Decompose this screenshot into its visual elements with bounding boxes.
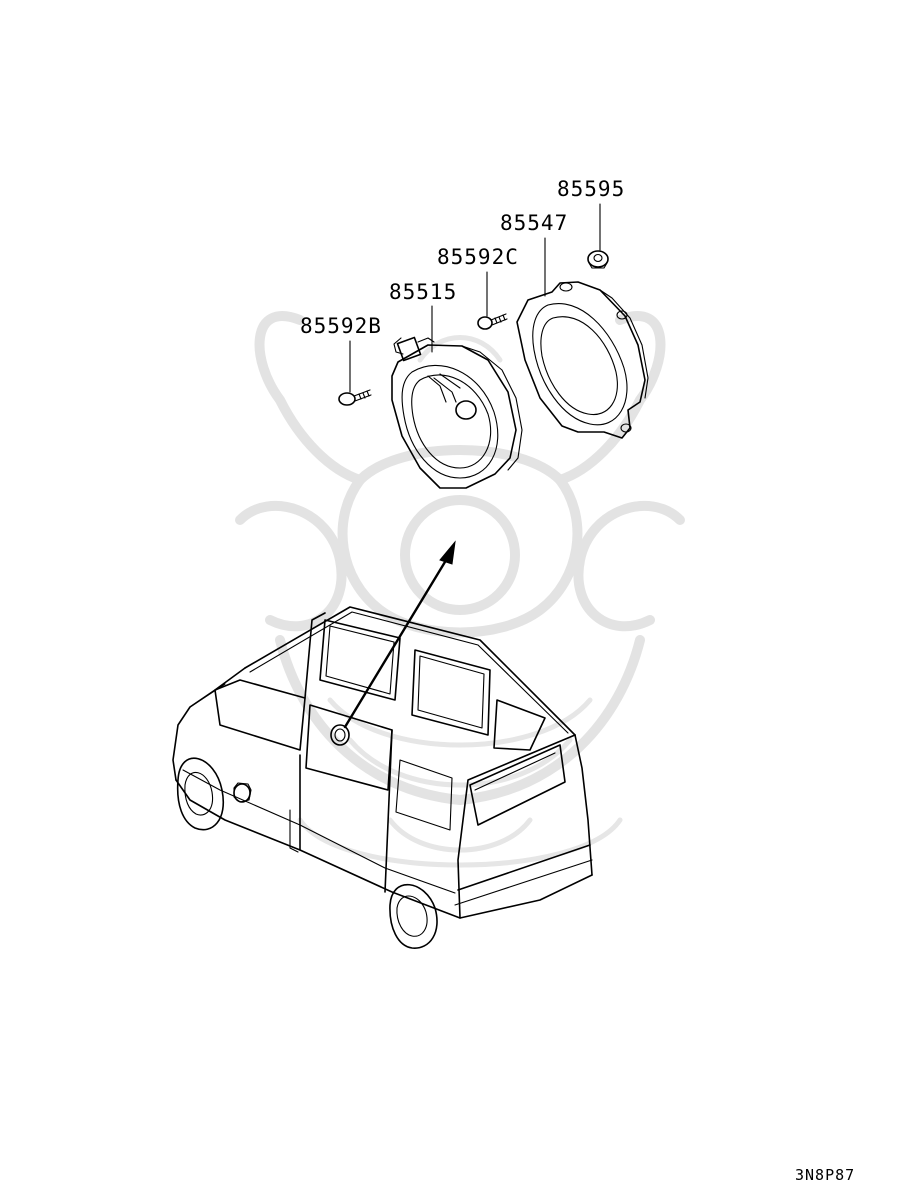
speaker-icon (391, 336, 523, 489)
part-label-85595: 85595 (557, 177, 625, 201)
part-label-85547: 85547 (500, 211, 568, 235)
bracket-85547: 85547 (500, 211, 649, 439)
screw-icon (338, 389, 372, 406)
nut-icon (587, 250, 609, 269)
watermark-logo-icon (235, 311, 685, 868)
part-label-85515: 85515 (389, 280, 457, 304)
screw-85592C: 85592C (437, 245, 519, 330)
part-label-85592B: 85592B (300, 314, 382, 338)
nut-85595: 85595 (557, 177, 625, 269)
figure-code: 3N8P87 (795, 1166, 855, 1184)
vehicle-icon (172, 606, 593, 949)
screw-icon (477, 313, 508, 330)
pointer-arrow-icon (343, 540, 456, 729)
speaker-85515: 85515 (389, 280, 523, 489)
bracket-icon (516, 281, 649, 439)
part-label-85592C: 85592C (437, 245, 519, 269)
front-speaker-marker (233, 782, 252, 803)
screw-85592B: 85592B (300, 314, 382, 406)
